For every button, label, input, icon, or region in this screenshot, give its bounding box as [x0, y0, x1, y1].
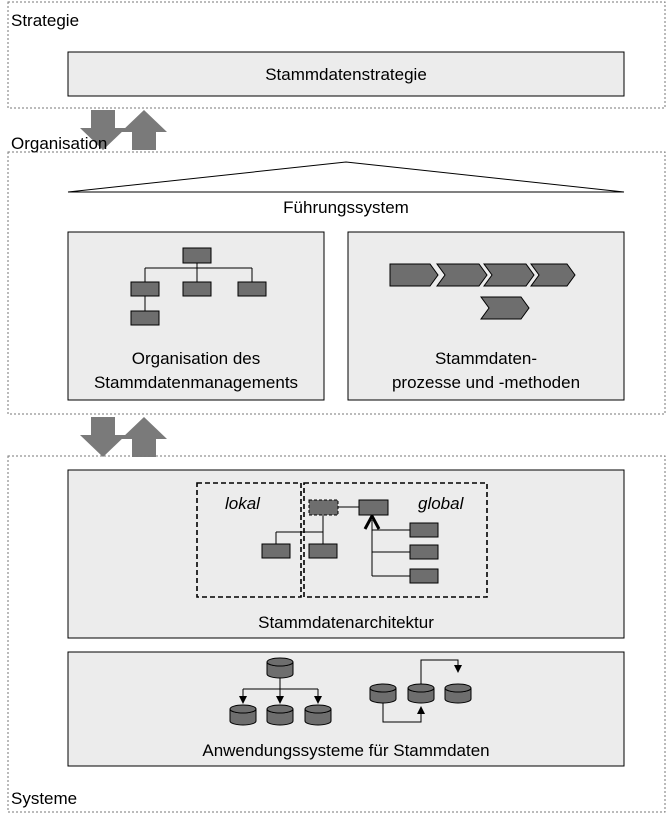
applications-title: Anwendungssysteme für Stammdaten [202, 741, 489, 760]
org-management-label-line2: Stammdatenmanagements [94, 373, 298, 392]
arrow-down-icon [80, 110, 126, 150]
leadership-roof [67, 161, 625, 193]
architecture-chart-icon [261, 499, 439, 584]
process-chain-icon [389, 263, 576, 320]
arrow-down-icon [80, 417, 126, 457]
strategy-box-label: Stammdatenstrategie [265, 65, 427, 84]
architecture-box [67, 469, 625, 639]
org-management-label-line1: Organisation des [132, 349, 261, 368]
leadership-roof-label: Führungssystem [283, 198, 409, 217]
global-scope-label: global [418, 494, 465, 513]
database-icon [266, 657, 294, 679]
database-icon [266, 704, 294, 726]
organization-layer-label: Organisation [11, 134, 107, 153]
applications-box [67, 651, 625, 767]
database-flow-icon [382, 659, 462, 723]
arrow-up-icon [121, 110, 167, 150]
global-scope-frame [303, 482, 488, 598]
database-icon [229, 704, 257, 726]
strategy-layer-label: Strategie [11, 11, 79, 30]
processes-methods-label-line2: prozesse und -methoden [392, 373, 580, 392]
database-icon [369, 683, 397, 704]
systems-layer-frame [7, 455, 666, 813]
organization-layer-frame [7, 151, 666, 415]
database-icon [304, 704, 332, 726]
database-tree-icon [239, 677, 322, 704]
database-icon [407, 683, 435, 704]
local-scope-label: lokal [225, 494, 261, 513]
systems-layer-label: Systeme [11, 789, 77, 808]
local-scope-frame [196, 482, 302, 598]
strategy-box [67, 51, 625, 97]
strategy-layer-frame [7, 1, 666, 109]
database-icon [444, 683, 472, 704]
processes-methods-label-line1: Stammdaten- [435, 349, 537, 368]
arrow-up-icon [121, 417, 167, 457]
architecture-title: Stammdatenarchitektur [258, 613, 434, 632]
org-chart-icon [130, 247, 267, 326]
